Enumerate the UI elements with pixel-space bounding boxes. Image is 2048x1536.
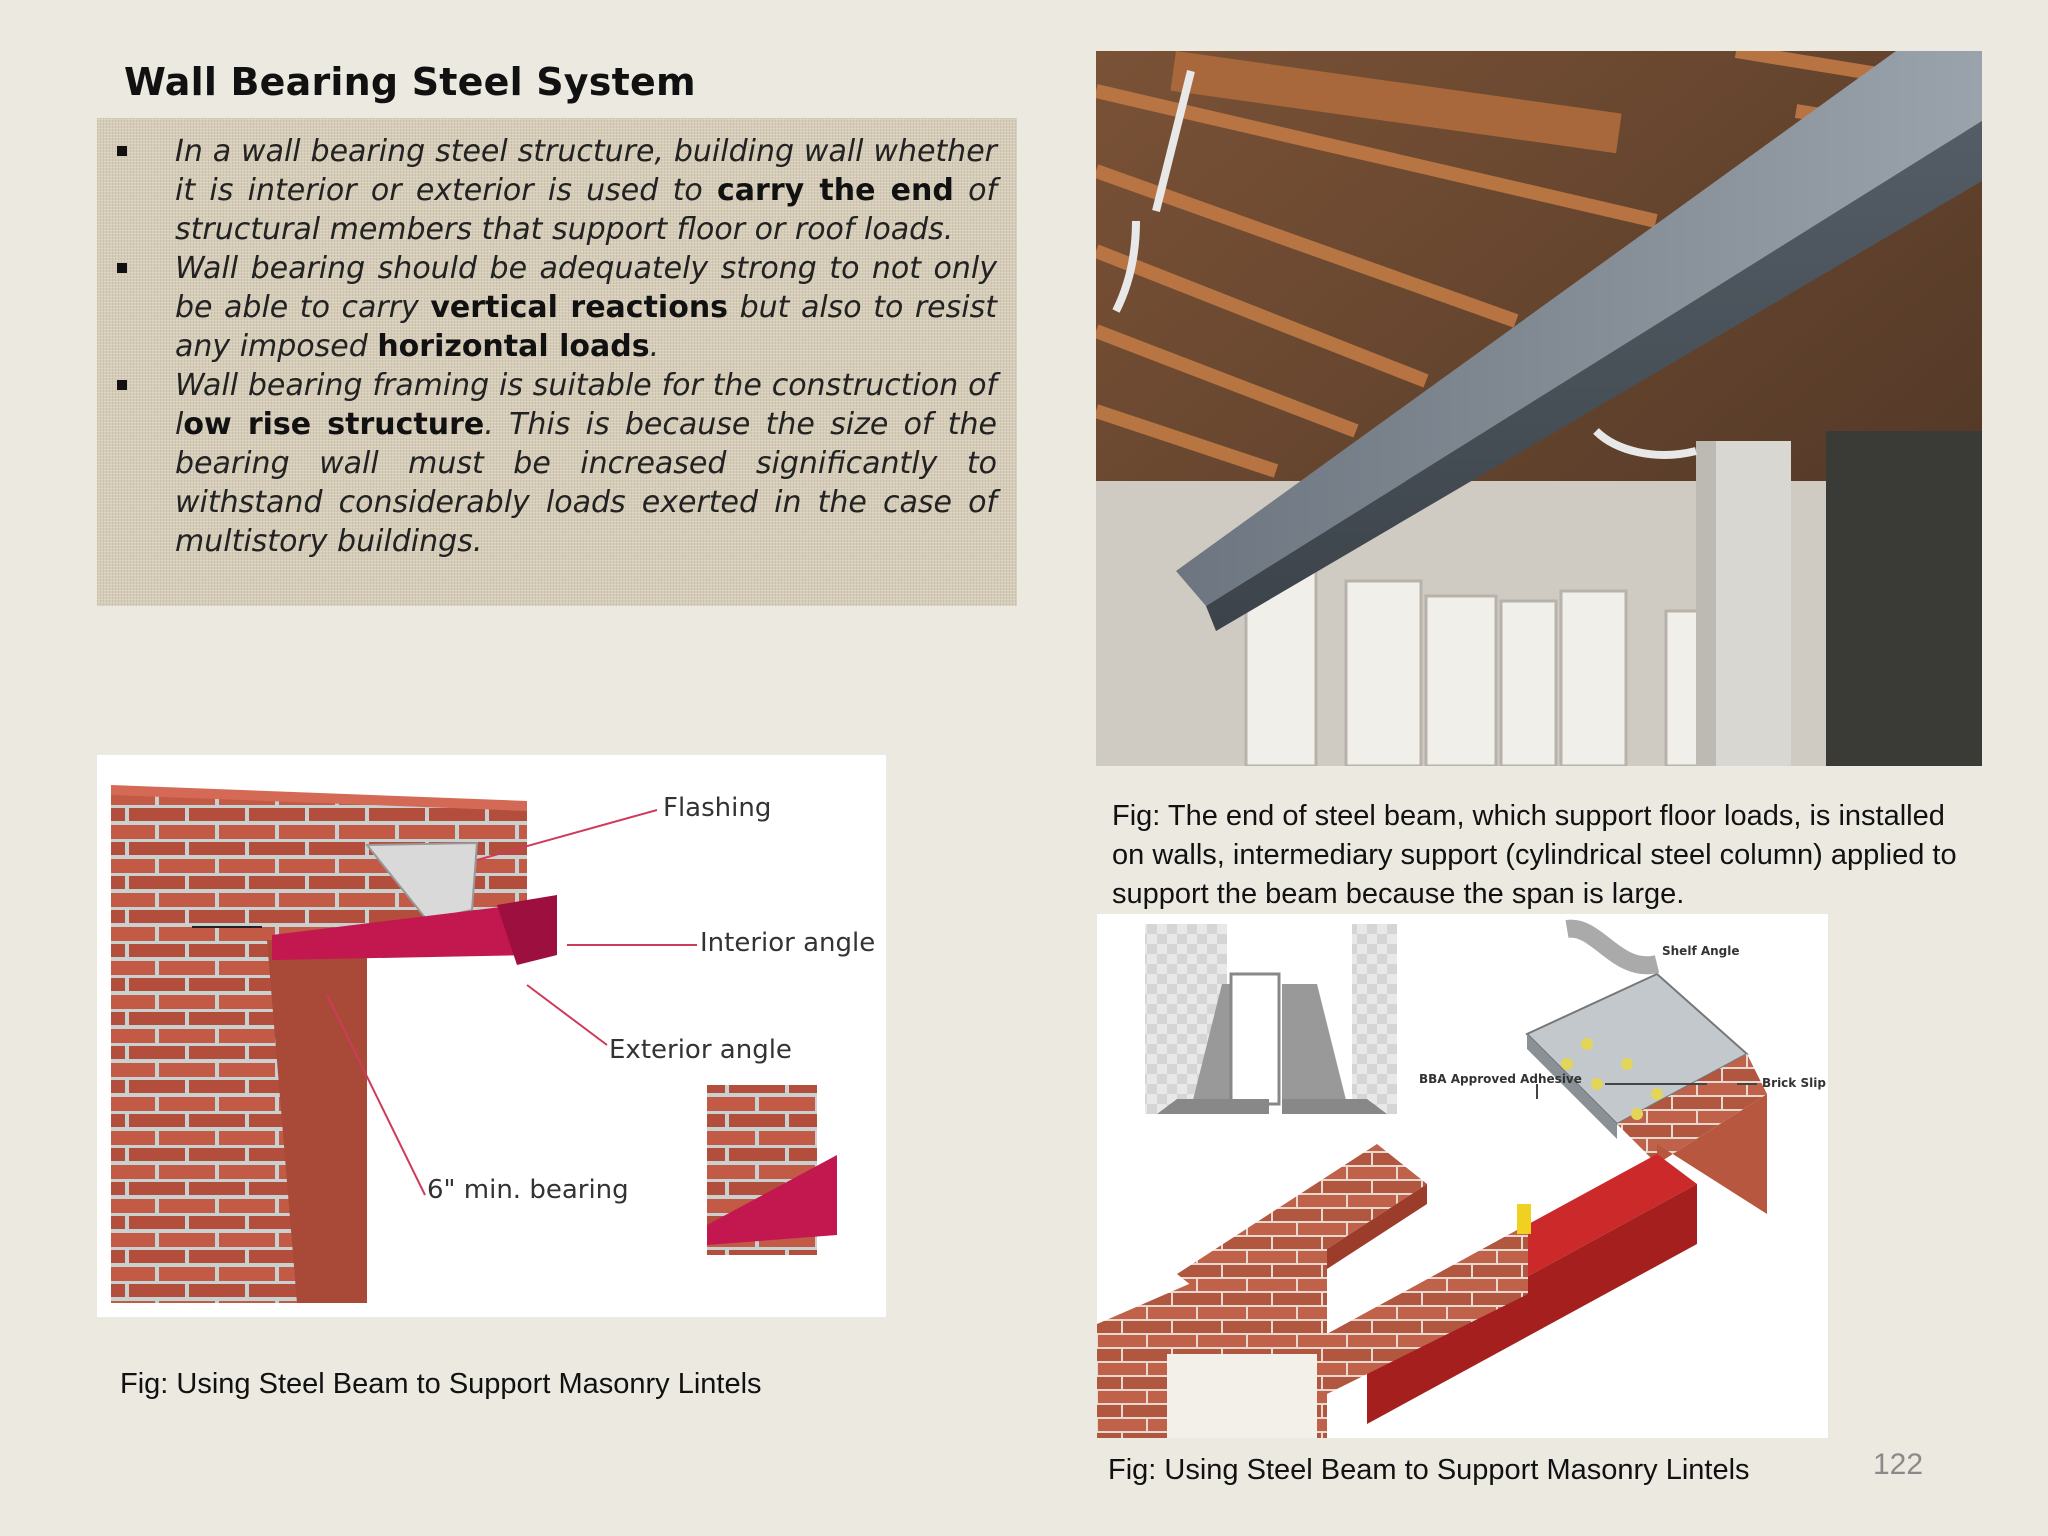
- adhesive-label: BBA Approved Adhesive: [1419, 1072, 1582, 1086]
- bullet-bold-text: ow rise structure: [183, 407, 485, 442]
- bullet-bold-text: vertical reactions: [430, 290, 729, 325]
- shelf-angle-diagram: Shelf Angle BBA Approved Adhesive Brick …: [1097, 914, 1828, 1438]
- slide-title: Wall Bearing Steel System: [124, 60, 696, 104]
- shelf-angle-diagram-illustration: [1097, 919, 1767, 1438]
- bullet-item: In a wall bearing steel structure, build…: [117, 132, 997, 249]
- bullet-text: .: [649, 329, 660, 364]
- bullet-square-icon: [117, 380, 127, 390]
- photo-caption: Fig: The end of steel beam, which suppor…: [1112, 800, 1957, 910]
- lintel-diagram-illustration: [111, 785, 837, 1303]
- flashing-label: Flashing: [663, 793, 772, 823]
- brick-slip-label: Brick Slip: [1762, 1076, 1826, 1090]
- bullet-list: In a wall bearing steel structure, build…: [117, 132, 997, 561]
- bullet-text: . This is because the size of the bearin…: [175, 407, 997, 559]
- bullet-text: but also to resist any imposed: [175, 290, 997, 364]
- bullet-bold-text: carry the end: [717, 173, 954, 208]
- bullet-text: Wall bearing framing is suitable for the…: [175, 368, 997, 442]
- bullet-square-icon: [117, 146, 127, 156]
- bullet-item: Wall bearing framing is suitable for the…: [117, 366, 997, 561]
- bullet-text: In a wall bearing steel structure, build…: [175, 134, 997, 208]
- bullet-text: Wall bearing should be adequately strong…: [175, 251, 997, 325]
- bullet-text-box: In a wall bearing steel structure, build…: [97, 118, 1017, 606]
- lintel-caption-left: Fig: Using Steel Beam to Support Masonry…: [120, 1368, 762, 1400]
- lintel-caption-right: Fig: Using Steel Beam to Support Masonry…: [1108, 1454, 1750, 1486]
- interior-angle-label: Interior angle: [700, 928, 876, 958]
- min-bearing-label: 6" min. bearing: [427, 1175, 629, 1205]
- bullet-item: Wall bearing should be adequately strong…: [117, 249, 997, 366]
- steel-beam-photo: [1096, 51, 1982, 766]
- steel-beam-photo-illustration: [1096, 51, 1982, 766]
- bullet-text: of structural members that support floor…: [175, 173, 998, 247]
- exterior-angle-label: Exterior angle: [609, 1035, 792, 1065]
- bullet-square-icon: [117, 263, 127, 273]
- bullet-bold-text: horizontal loads: [377, 329, 650, 364]
- lintel-diagram: Flashing Interior angle Exterior angle 6…: [97, 755, 886, 1317]
- page-number: 122: [1873, 1448, 1924, 1481]
- shelf-angle-label: Shelf Angle: [1662, 944, 1740, 958]
